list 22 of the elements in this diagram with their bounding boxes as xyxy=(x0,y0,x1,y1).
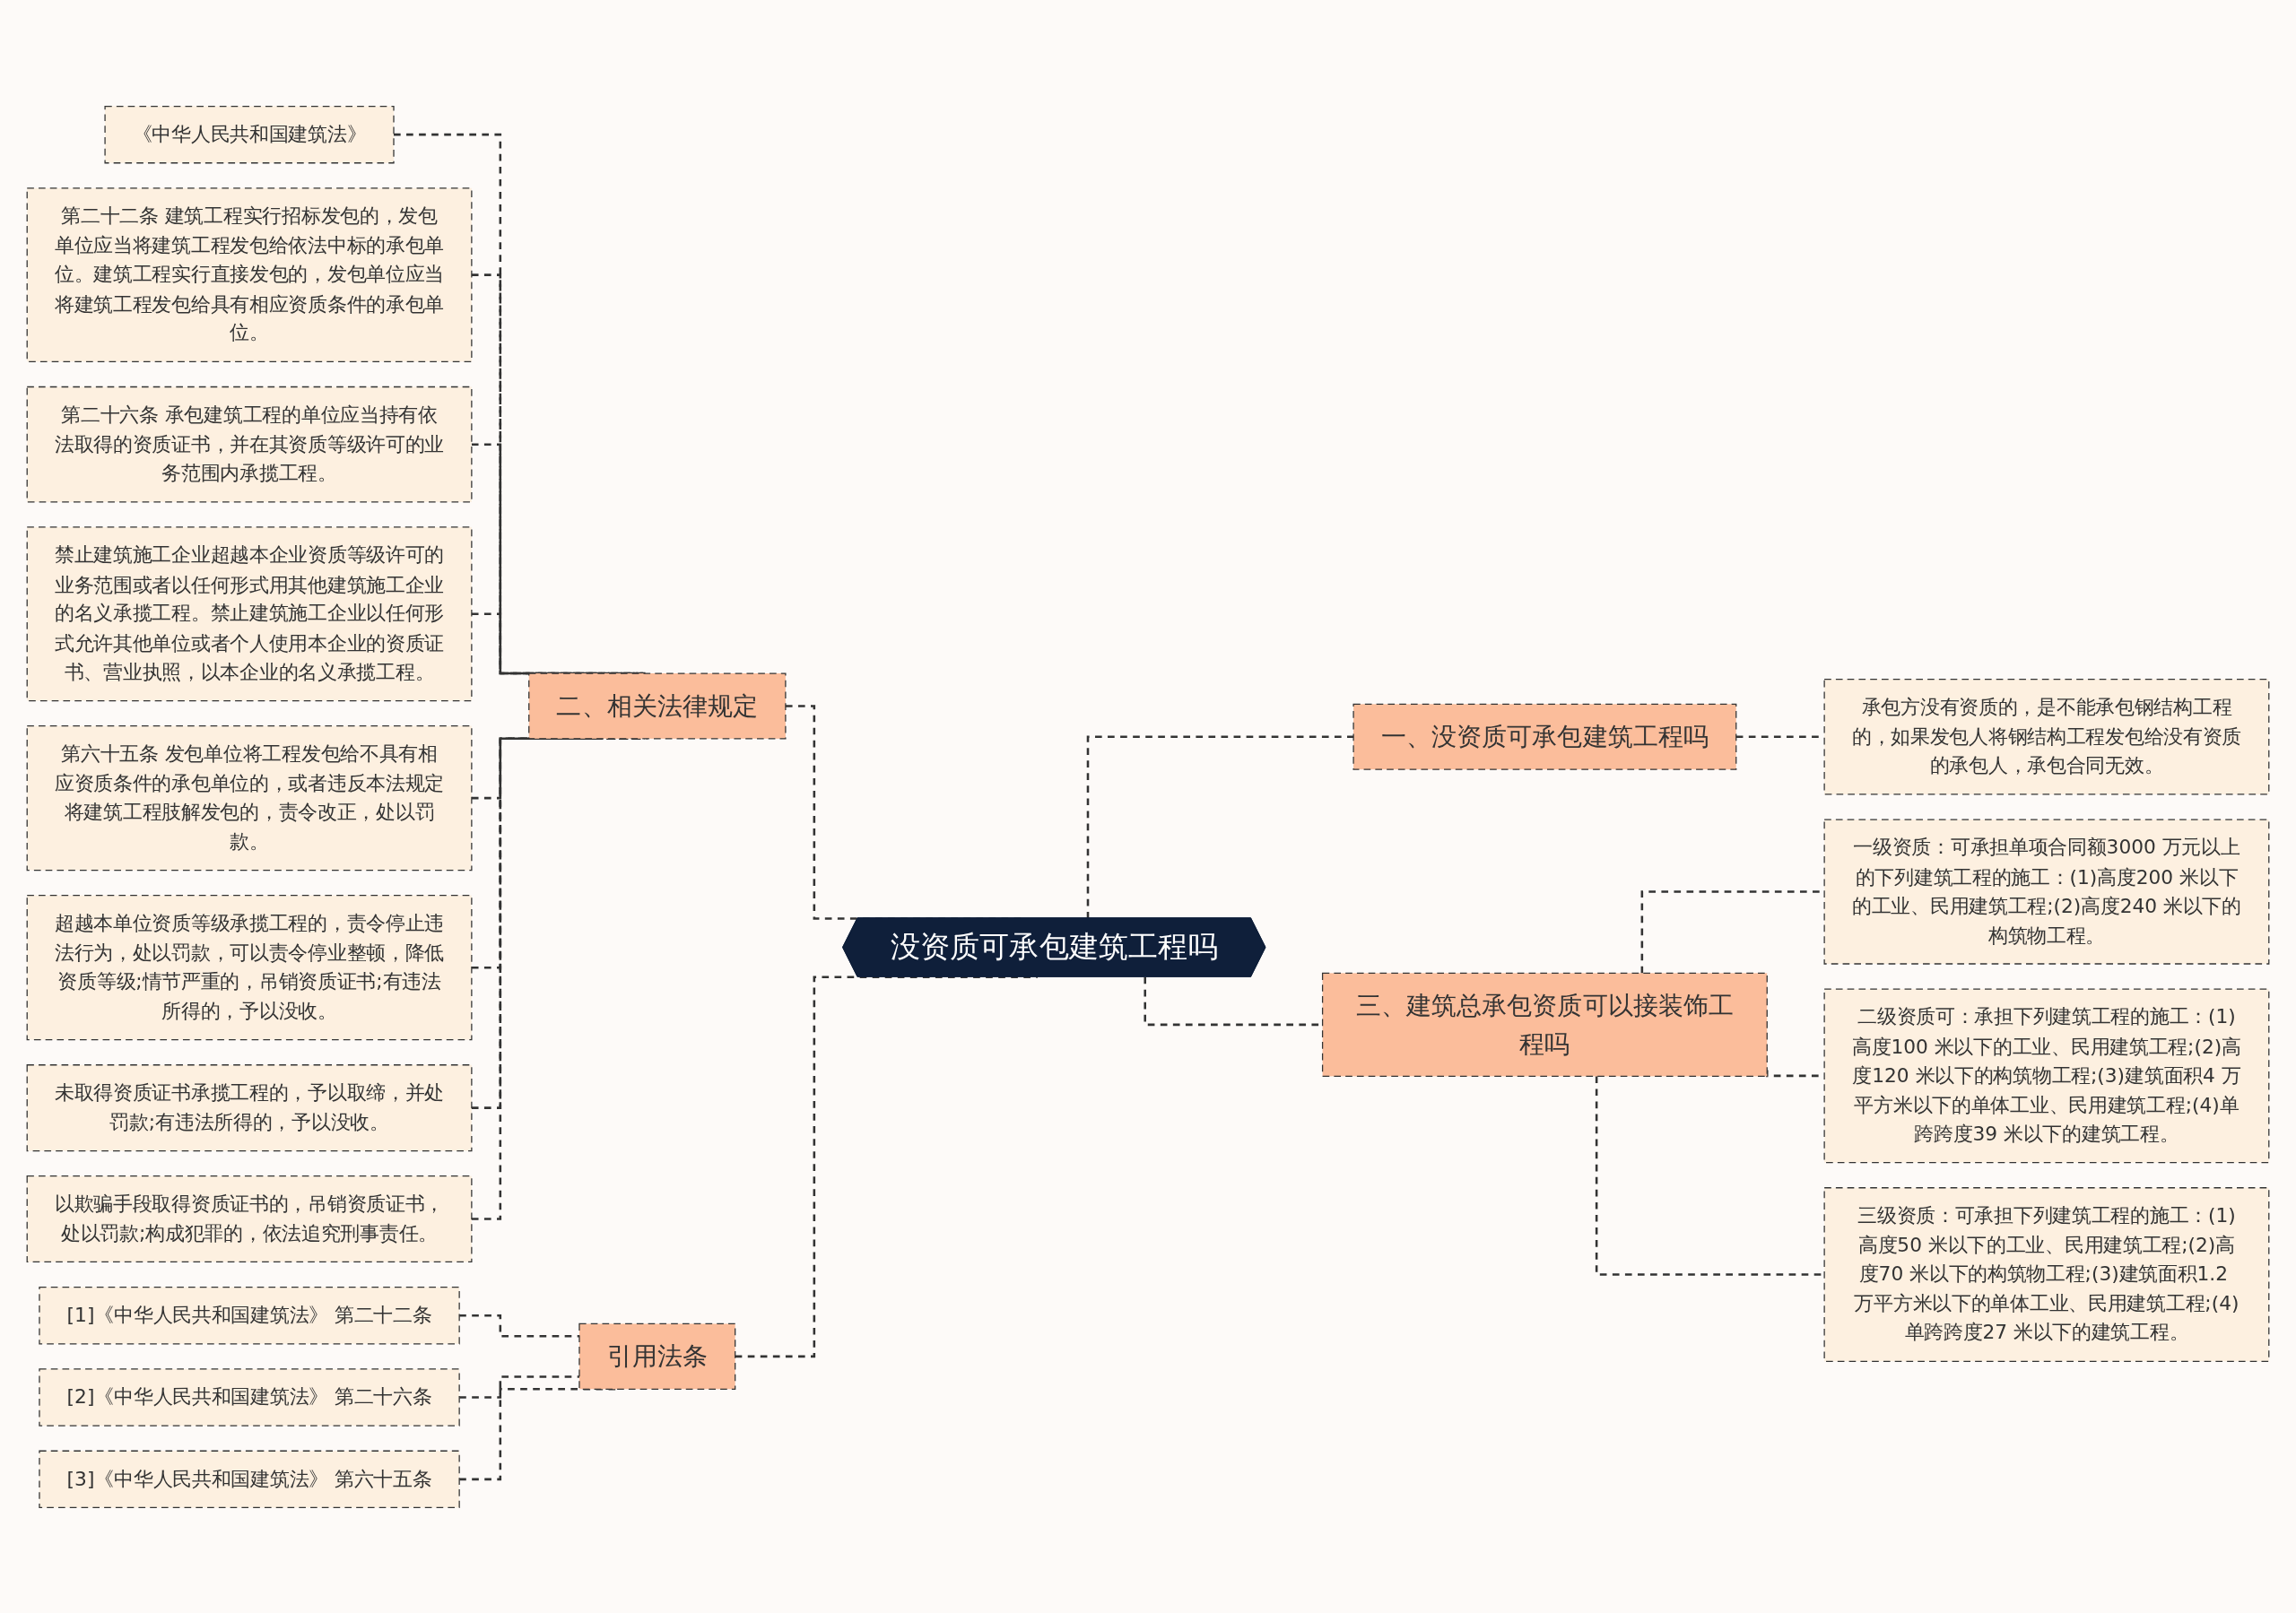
node-box: 超越本单位资质等级承揽工程的，责令停止违法行为，处以罚款，可以责令停业整顿，降低资质等级;情节严重的，吊销资质证书;有违法所得的，予以没收。 xyxy=(26,894,473,1040)
node-box: 未取得资质证书承揽工程的，予以取缔，并处罚款;有违法所得的，予以没收。 xyxy=(26,1063,473,1151)
node-box: [3]《中华人民共和国建筑法》 第六十五条 xyxy=(39,1450,460,1508)
connector xyxy=(457,1375,579,1399)
node-box: 一级资质：可承担单项合同额3000 万元以上的下列建筑工程的施工：(1)高度200 米以下的工业、民用建筑工程;(2)高度240 米以下的构筑物工程。 xyxy=(1823,818,2270,965)
node-box: 《中华人民共和国建筑法》 xyxy=(104,105,395,163)
node-box: 三级资质：可承担下列建筑工程的施工：(1)高度50 米以下的工业、民用建筑工程;(2)高度70 米以下的构筑物工程;(3)建筑面积1.2 万平方米以下的单体工业、民用建筑工程;(4)单跨跨度27 米以下的建筑工程。 xyxy=(1823,1186,2270,1362)
node-box: 承包方没有资质的，是不能承包钢结构工程的，如果发包人将钢结构工程发包给没有资质的承包人，承包合同无效。 xyxy=(1823,678,2270,795)
node-box: 第六十五条 发包单位将工程发包给不具有相应资质条件的承包单位的，或者违反本法规定将建筑工程肢解发包的，责令改正，处以罚款。 xyxy=(26,724,473,871)
node-box: 一、没资质可承包建筑工程吗 xyxy=(1352,703,1737,770)
node-box: 三、建筑总承包资质可以接装饰工程吗 xyxy=(1321,972,1768,1077)
connector xyxy=(1086,735,1354,919)
node-box: 禁止建筑施工企业超越本企业资质等级许可的业务范围或者以任何形式用其他建筑施工企业的名义承揽工程。禁止建筑施工企业以任何形式允许其他单位或者个人使用本企业的资质证书、营业执照，以本企业的名义承揽工程。 xyxy=(26,525,473,701)
node-box: 第二十六条 承包建筑工程的单位应当持有依法取得的资质证书，并在其资质等级许可的业务范围内承揽工程。 xyxy=(26,386,473,502)
node-box: 以欺骗手段取得资质证书的，吊销资质证书，处以罚款;构成犯罪的，依法追究刑事责任。 xyxy=(26,1175,473,1262)
node-box: 二、相关法律规定 xyxy=(528,672,787,739)
connector xyxy=(457,1314,579,1337)
node-box: 引用法条 xyxy=(578,1322,736,1390)
node-box: [1]《中华人民共和国建筑法》 第二十二条 xyxy=(39,1286,460,1344)
node-box: [2]《中华人民共和国建筑法》 第二十六条 xyxy=(39,1367,460,1427)
node-box: 二级资质可：承担下列建筑工程的施工：(1)高度100 米以下的工业、民用建筑工程;(2)高度120 米以下的构筑物工程;(3)建筑面积4 万平方米以下的单体工业、民用建筑工程;(4)单跨跨度39 米以下的建筑工程。 xyxy=(1823,987,2270,1163)
node-box: 第二十二条 建筑工程实行招标发包的，发包单位应当将建筑工程发包给依法中标的承包单位。建筑工程实行直接发包的，发包单位应当将建筑工程发包给具有相应资质条件的承包单位。 xyxy=(26,186,473,362)
